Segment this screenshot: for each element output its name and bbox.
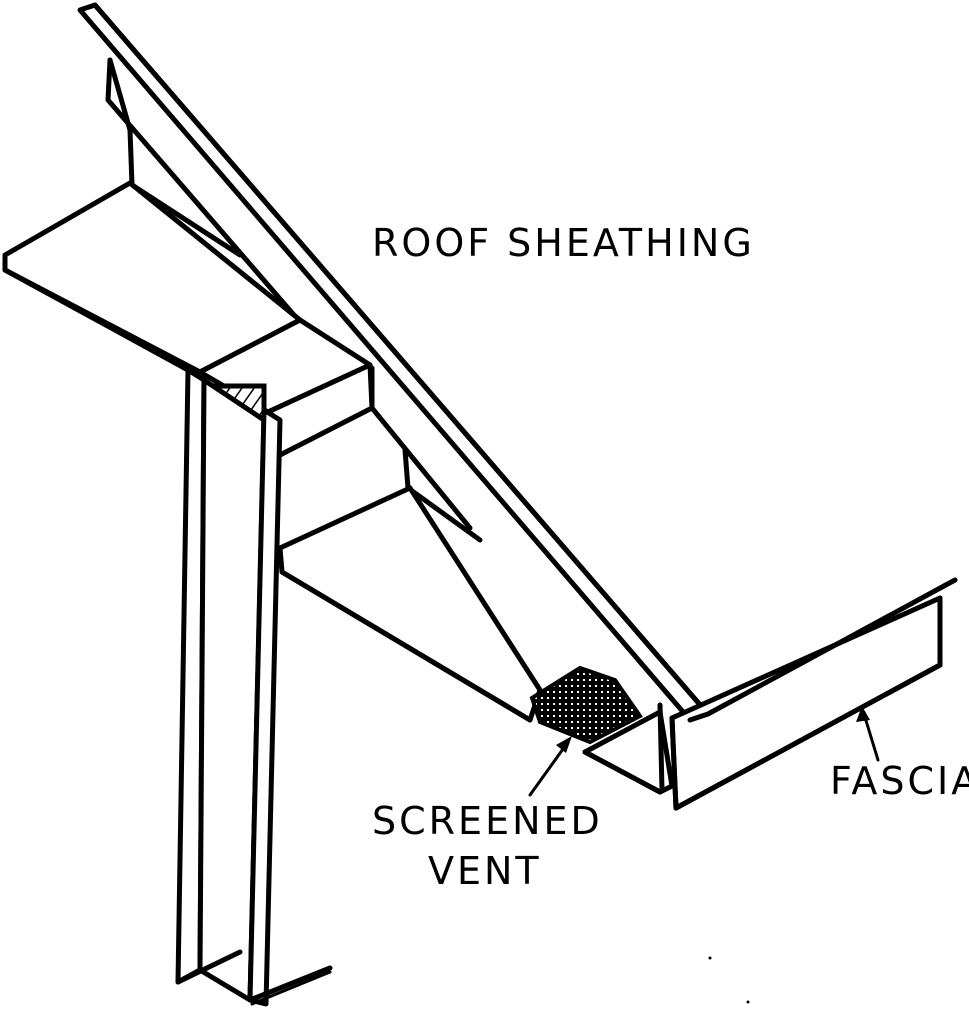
lower-soffit bbox=[277, 485, 543, 723]
label-screened: SCREENED bbox=[372, 799, 603, 843]
wall-studs bbox=[175, 367, 333, 1007]
fascia-board bbox=[669, 577, 958, 811]
label-roof-sheathing: ROOF SHEATHING bbox=[372, 221, 755, 265]
soffit-end bbox=[582, 702, 675, 795]
label-fascia: FASCIA bbox=[830, 759, 969, 803]
label-vent: VENT bbox=[428, 849, 542, 893]
stray-dot bbox=[746, 1000, 750, 1004]
screened-vent bbox=[529, 665, 643, 745]
fascia-leader-arrow bbox=[856, 706, 880, 762]
vent-leader-arrow bbox=[528, 736, 572, 797]
stray-dot bbox=[708, 956, 712, 960]
